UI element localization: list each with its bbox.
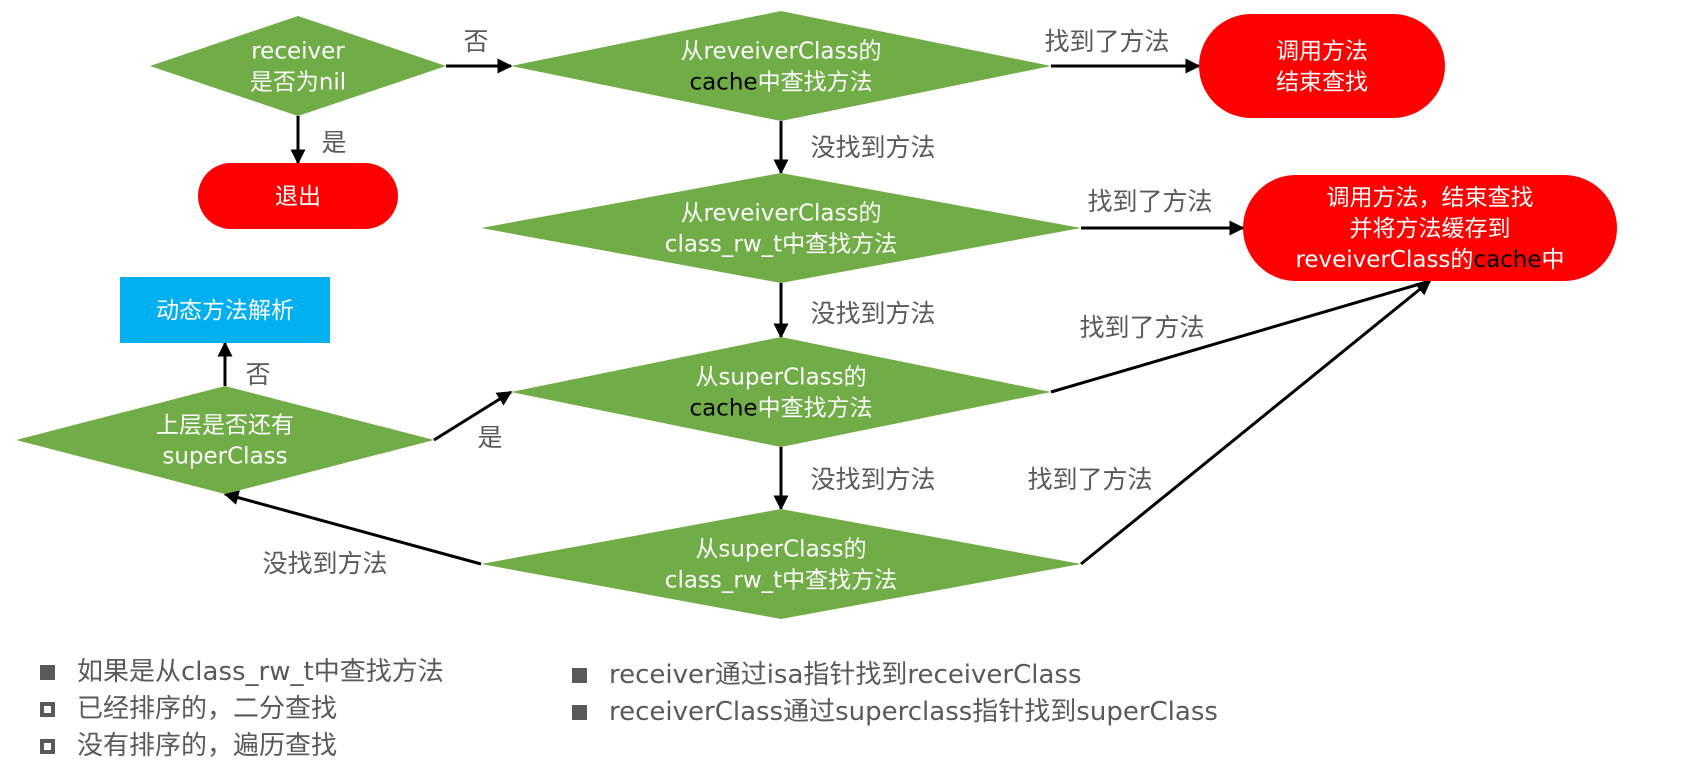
node-label: 调用方法	[1276, 39, 1368, 65]
node-label: 从reveiverClass的	[681, 39, 882, 65]
edge-label: 没找到方法	[810, 133, 935, 162]
decision-diamond	[481, 173, 1081, 283]
edge-label: 否	[245, 360, 270, 389]
note-item: 没有排序的，遍历查找	[40, 728, 444, 765]
node-exit: 退出	[198, 163, 398, 229]
note-text: 如果是从class_rw_t中查找方法	[77, 657, 444, 687]
process-box	[120, 277, 330, 343]
note-text: 已经排序的，二分查找	[77, 694, 338, 724]
node-receiver-nil: receiver 是否为nil	[150, 16, 446, 116]
node-label: reveiverClass的cache中	[1295, 247, 1564, 273]
edge-label: 找到了方法	[1044, 27, 1169, 56]
decision-diamond	[16, 386, 434, 494]
terminal-shape	[198, 163, 398, 229]
decision-diamond	[511, 337, 1051, 447]
note-item: receiver通过isa指针找到receiverClass	[572, 657, 1218, 694]
note-text: 没有排序的，遍历查找	[77, 731, 338, 761]
edge-label: 找到了方法	[1079, 313, 1204, 342]
square-bullet-icon	[572, 668, 587, 683]
node-cls-rw: 从reveiverClass的 class_rw_t中查找方法	[481, 173, 1081, 283]
edge-label: 没找到方法	[810, 299, 935, 328]
note-item: receiverClass通过superclass指针找到superClass	[572, 694, 1218, 731]
node-label: 上层是否还有	[156, 413, 294, 439]
edge-has_super-to-super_cache	[433, 390, 513, 442]
decision-diamond	[150, 16, 446, 116]
node-label: 结束查找	[1276, 70, 1368, 96]
edge-label: 找到了方法	[1087, 187, 1212, 216]
edge-label: 否	[463, 27, 488, 56]
node-label: 从superClass的	[695, 365, 866, 391]
node-label: 是否为nil	[250, 70, 346, 96]
edge-super_cache-to-call_cache	[1050, 279, 1431, 394]
node-label: 调用方法，结束查找	[1327, 185, 1534, 211]
notes-right: receiver通过isa指针找到receiverClass receiverCl…	[572, 657, 1218, 731]
note-item: 已经排序的，二分查找	[40, 691, 444, 728]
node-label: superClass	[162, 444, 287, 470]
note-text: receiverClass通过superclass指针找到superClass	[609, 697, 1218, 727]
node-label: 退出	[275, 184, 321, 210]
node-label: cache中查找方法	[689, 396, 872, 422]
node-label: class_rw_t中查找方法	[665, 568, 897, 594]
hollow-square-bullet-icon	[40, 702, 55, 717]
note-text: receiver通过isa指针找到receiverClass	[609, 660, 1082, 690]
hollow-square-bullet-icon	[40, 739, 55, 754]
edge-label: 是	[321, 128, 346, 157]
terminal-shape	[1199, 14, 1445, 118]
decision-diamond	[511, 11, 1051, 121]
square-bullet-icon	[572, 705, 587, 720]
node-label: cache中查找方法	[689, 70, 872, 96]
decision-diamond	[481, 509, 1081, 619]
notes-left: 如果是从class_rw_t中查找方法已经排序的，二分查找没有排序的，遍历查找	[40, 654, 444, 765]
node-label: 动态方法解析	[156, 298, 294, 324]
node-cls-cache: 从reveiverClass的 cache中查找方法	[511, 11, 1051, 121]
edge-label: 找到了方法	[1027, 465, 1152, 494]
edge-label: 是	[477, 423, 502, 452]
node-label: receiver	[251, 39, 345, 65]
node-label: class_rw_t中查找方法	[665, 232, 897, 258]
node-label: 从reveiverClass的	[681, 201, 882, 227]
square-bullet-icon	[40, 665, 55, 680]
edge-label: 没找到方法	[262, 549, 387, 578]
edge-super_rw-to-call_cache	[1080, 279, 1432, 566]
terminal-shape	[1243, 175, 1617, 281]
edge-label: 没找到方法	[810, 465, 935, 494]
note-item: 如果是从class_rw_t中查找方法	[40, 654, 444, 691]
node-label: 并将方法缓存到	[1350, 216, 1511, 242]
edge-super_rw-to-has_super	[223, 490, 482, 566]
node-label: 从superClass的	[695, 537, 866, 563]
node-super-rw: 从superClass的 class_rw_t中查找方法	[481, 509, 1081, 619]
node-dynamic: 动态方法解析	[120, 277, 330, 343]
node-super-cache: 从superClass的 cache中查找方法	[511, 337, 1051, 447]
node-has-super: 上层是否还有 superClass	[16, 386, 434, 494]
